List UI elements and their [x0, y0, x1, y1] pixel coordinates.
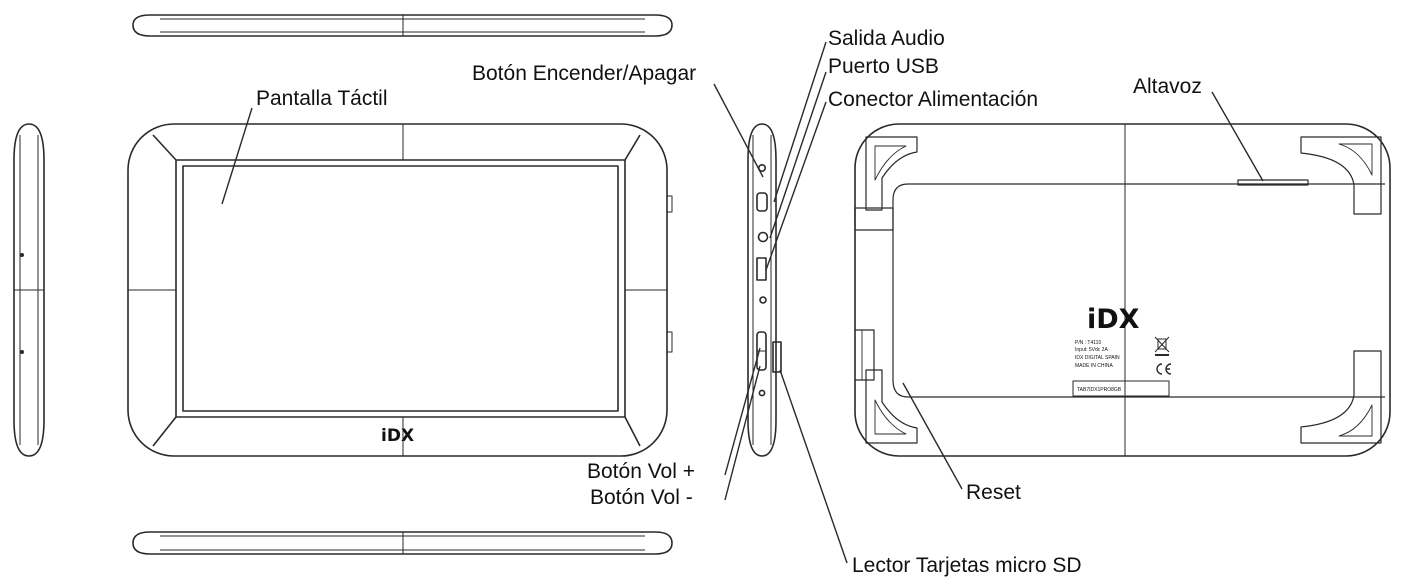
front-view	[127, 123, 673, 457]
back-label-line-1: P/N : T4110	[1075, 340, 1101, 346]
label-boton-vol-menos: Botón Vol -	[590, 486, 693, 509]
back-label-line-3: IDX DIGITAL SPAIN	[1075, 355, 1120, 361]
back-logo: iDX	[1087, 304, 1140, 335]
label-salida-audio: Salida Audio	[828, 27, 945, 50]
right-edge-view	[747, 123, 782, 457]
back-label-serial: TAB7IDX1PRO8GB	[1077, 387, 1122, 393]
left-edge-view	[13, 123, 45, 457]
ce-mark-icon	[1156, 363, 1172, 375]
back-label-text: P/N : T4110 Input: 5Vdc 2A IDX DIGITAL S…	[1075, 340, 1122, 393]
back-view	[854, 123, 1391, 457]
label-lector-tarjetas: Lector Tarjetas micro SD	[852, 554, 1082, 577]
label-boton-vol-mas: Botón Vol +	[587, 460, 695, 483]
weee-bin-icon	[1154, 336, 1170, 356]
label-puerto-usb: Puerto USB	[828, 55, 939, 78]
label-boton-encender: Botón Encender/Apagar	[472, 62, 696, 85]
back-label-line-4: MADE IN CHINA	[1075, 363, 1113, 369]
front-logo: iDX	[381, 426, 414, 446]
top-edge-view	[132, 14, 673, 37]
back-label-line-2: Input: 5Vdc 2A	[1075, 347, 1108, 353]
label-conector-alimentacion: Conector Alimentación	[828, 88, 1038, 111]
leader-lines	[221, 41, 1264, 564]
label-pantalla-tactil: Pantalla Táctil	[256, 87, 388, 110]
label-altavoz: Altavoz	[1133, 75, 1202, 98]
label-reset: Reset	[966, 481, 1021, 504]
bottom-edge-view	[132, 531, 673, 555]
